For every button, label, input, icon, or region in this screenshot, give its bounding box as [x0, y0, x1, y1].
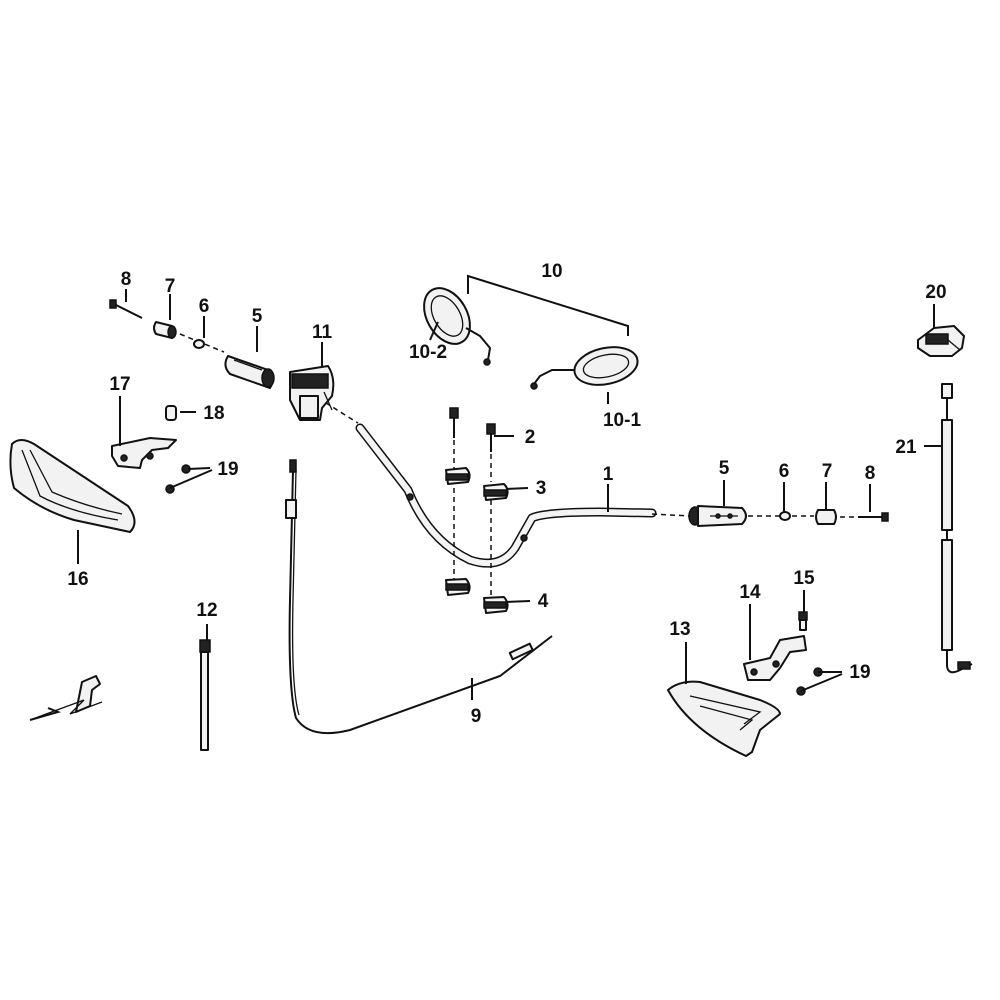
label-19-right: 19 — [849, 662, 870, 683]
label-19-left: 19 — [217, 459, 238, 480]
label-6-left: 6 — [199, 296, 210, 317]
nut-part — [165, 405, 177, 421]
label-21: 21 — [895, 437, 917, 458]
screws-left — [165, 464, 191, 494]
left-hand-guard-bracket — [111, 437, 177, 469]
handlebar-part — [355, 423, 657, 568]
lower-clamp-right — [483, 596, 509, 614]
bolt-part-left — [449, 407, 459, 438]
label-14: 14 — [739, 582, 761, 603]
right-hand-guard-bracket — [743, 635, 807, 681]
label-2: 2 — [525, 427, 536, 448]
label-16: 16 — [67, 569, 88, 590]
upper-clamp-left — [445, 467, 471, 485]
label-5-left: 5 — [252, 306, 263, 327]
label-3: 3 — [536, 478, 547, 499]
label-11: 11 — [312, 322, 333, 343]
bolt-part-right — [486, 423, 496, 452]
label-7-left: 7 — [165, 276, 176, 297]
left-end-screw — [109, 299, 143, 319]
label-18: 18 — [203, 403, 224, 424]
right-collar — [779, 511, 791, 521]
left-hand-guard — [9, 439, 136, 533]
throttle-housing — [917, 325, 965, 357]
label-13: 13 — [669, 619, 690, 640]
label-7-right: 7 — [822, 461, 833, 482]
leader-dash — [651, 513, 691, 517]
left-collar — [193, 339, 205, 349]
label-10-2: 10-2 — [409, 342, 447, 363]
label-1: 1 — [603, 464, 614, 485]
left-grip-part — [224, 355, 275, 389]
lower-clamp-left — [445, 578, 471, 596]
leader-dash — [179, 333, 225, 353]
throttle-cable — [941, 383, 973, 674]
label-4: 4 — [538, 591, 549, 612]
leader-lines — [77, 289, 942, 700]
label-10: 10 — [541, 261, 562, 282]
mirror-right — [530, 346, 639, 390]
label-6-right: 6 — [779, 461, 790, 482]
right-end-screw — [858, 512, 889, 522]
brake-cable — [285, 459, 553, 734]
mirror-group-bracket — [467, 274, 629, 336]
label-9: 9 — [471, 706, 482, 727]
front-direction-arrow-icon — [29, 675, 103, 721]
label-12: 12 — [196, 600, 217, 621]
wire-band — [199, 639, 211, 751]
upper-clamp-right — [483, 483, 509, 501]
label-5-right: 5 — [719, 458, 730, 479]
right-bar-end-weight — [815, 509, 837, 525]
label-10-1: 10-1 — [603, 410, 641, 431]
right-hand-guard — [667, 680, 781, 757]
label-17: 17 — [109, 374, 130, 395]
label-8-left: 8 — [121, 269, 132, 290]
bolt-part-15 — [798, 611, 808, 631]
left-bar-end-weight — [153, 321, 177, 339]
brake-master-cylinder — [289, 365, 335, 421]
label-15: 15 — [793, 568, 815, 589]
label-8-right: 8 — [865, 463, 876, 484]
leader-dash — [317, 397, 359, 424]
label-20: 20 — [925, 282, 946, 303]
right-throttle-grip — [688, 505, 747, 527]
